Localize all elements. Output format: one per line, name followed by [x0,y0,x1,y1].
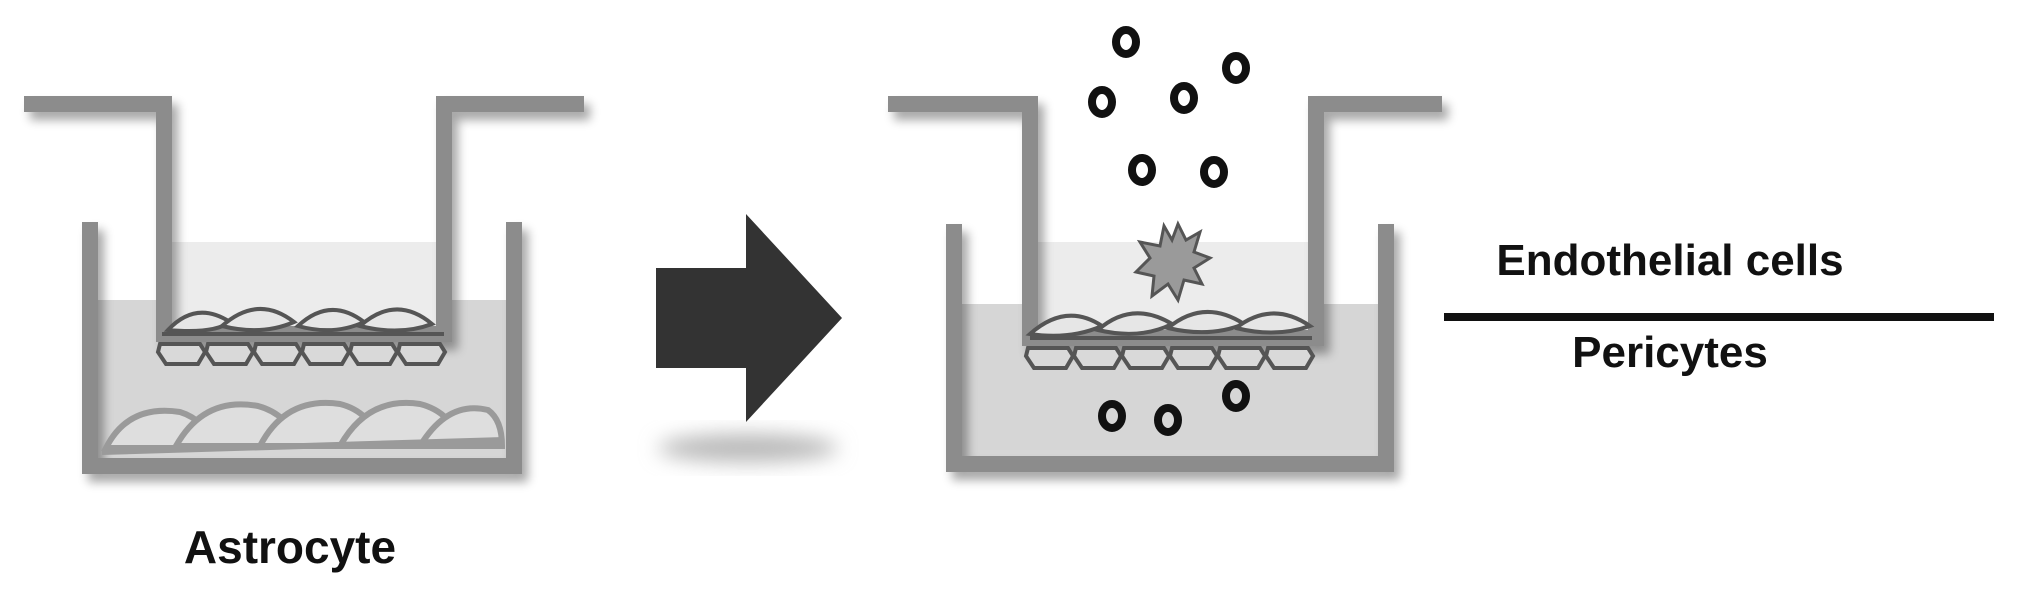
particle-icon [1200,156,1228,188]
pericyte-layer [155,342,448,366]
endothelial-layer [162,307,444,336]
damage-burst-icon [1133,220,1214,304]
pericyte-cell [1023,346,1076,370]
arrow-shadow [658,434,838,462]
pericyte-cell [1167,346,1220,370]
particle-icon [1170,82,1198,114]
arrow-shape [656,214,842,422]
pericyte-cell [1071,346,1124,370]
endothelial-cell [1231,311,1315,335]
particle-icon [1128,154,1156,186]
endothelial-cell [217,307,298,333]
particle-icon [1098,400,1126,432]
pericyte-cell [299,342,352,366]
particle-icon [1112,26,1140,58]
pericyte-cell [1215,346,1268,370]
astrocyte-layer [101,400,506,455]
pericyte-cell [1263,346,1316,370]
pericyte-layer [1023,346,1316,370]
legend-divider [1444,313,1994,321]
pericyte-cell [155,342,208,366]
pericyte-cell [203,342,256,366]
astrocyte-base [101,437,505,455]
pericyte-cell [1119,346,1172,370]
endothelial-layer [1025,310,1315,340]
legend-endothelial-label: Endothelial cells [1496,236,1844,285]
astrocyte-label: Astrocyte [183,521,397,573]
right-arrow-icon [656,214,842,462]
particles [1088,26,1250,436]
pericyte-cell [347,342,400,366]
astrocyte-cell [414,405,506,449]
legend-pericytes-label: Pericytes [1572,328,1768,377]
right-transwell [888,26,1442,472]
left-transwell [24,96,584,474]
endothelial-cell [355,307,436,333]
particle-icon [1154,404,1182,436]
particle-icon [1088,86,1116,118]
outer-well [82,222,522,474]
particle-icon [1222,52,1250,84]
particle-icon [1222,380,1250,412]
pericyte-cell [395,342,448,366]
outer-well [946,224,1394,472]
pericyte-cell [251,342,304,366]
